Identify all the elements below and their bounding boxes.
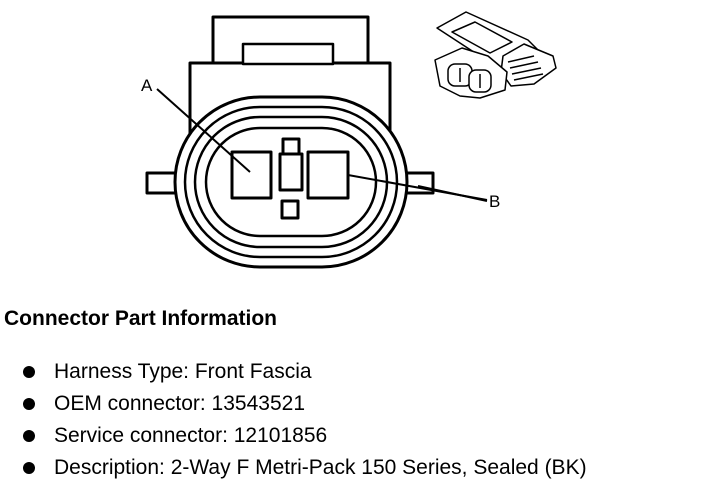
list-item-description: Description: 2-Way F Metri-Pack 150 Seri… bbox=[0, 452, 587, 484]
bullet-icon bbox=[23, 366, 35, 378]
list-item-oem-connector: OEM connector: 13543521 bbox=[0, 388, 587, 420]
connector-thumbnail bbox=[434, 11, 557, 99]
callout-b-leader-lower bbox=[417, 185, 488, 202]
cavity-b bbox=[306, 150, 350, 200]
connector-part-info-heading: Connector Part Information bbox=[4, 307, 278, 330]
callout-b-label: B bbox=[489, 192, 500, 211]
cavity-a bbox=[230, 150, 273, 200]
connector-face-diagram: A B bbox=[141, 11, 557, 269]
bottom-key bbox=[280, 199, 300, 220]
connector-body bbox=[173, 95, 409, 269]
callout-a-label: A bbox=[141, 76, 153, 95]
list-item-harness-type: Harness Type: Front Fascia bbox=[0, 356, 587, 388]
center-key bbox=[278, 152, 304, 192]
list-item-service-connector: Service connector: 12101856 bbox=[0, 420, 587, 452]
callout-a-leader bbox=[156, 88, 251, 173]
list-item-text: Service connector: 12101856 bbox=[54, 424, 328, 447]
bullet-icon bbox=[23, 398, 35, 410]
connector-part-info-list: Harness Type: Front Fascia OEM connector… bbox=[0, 356, 587, 484]
list-item-text: OEM connector: 13543521 bbox=[54, 392, 305, 415]
list-item-text: Harness Type: Front Fascia bbox=[54, 360, 312, 383]
list-item-text: Description: 2-Way F Metri-Pack 150 Seri… bbox=[54, 456, 587, 479]
top-key bbox=[281, 137, 301, 156]
bullet-icon bbox=[23, 430, 35, 442]
bullet-icon bbox=[23, 462, 35, 474]
